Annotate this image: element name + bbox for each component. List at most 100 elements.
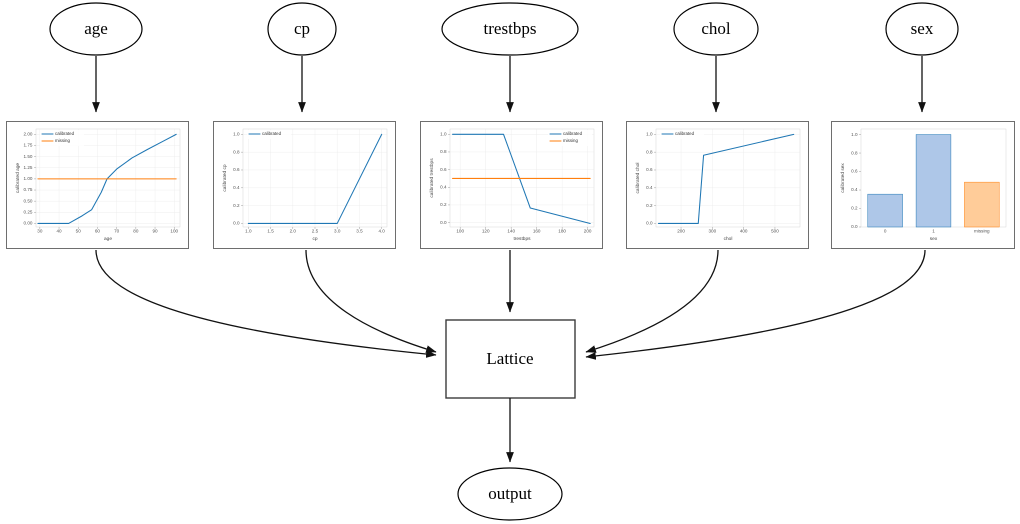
legend-label: calibrated	[262, 131, 282, 136]
node-chol[interactable]: chol	[673, 2, 759, 56]
y-tick-label: 1.50	[24, 154, 33, 159]
node-sex[interactable]: sex	[885, 2, 959, 56]
x-tick-label: 40	[56, 229, 62, 234]
legend-box	[247, 130, 291, 139]
edge-chol-plot-to-lattice	[585, 249, 719, 353]
y-tick-label: 0.8	[440, 149, 447, 154]
y-tick-label: 0.0	[646, 221, 653, 226]
legend-label: calibrated	[563, 131, 583, 136]
legend-label: missing	[55, 138, 70, 143]
y-tick-label: 0.2	[233, 203, 240, 208]
edge-sex-plot-to-lattice	[585, 249, 926, 360]
x-tick-label: 500	[771, 229, 779, 234]
x-tick-label: 0	[884, 229, 887, 234]
y-tick-label: 0.6	[440, 167, 447, 172]
x-tick-label: 100	[456, 229, 464, 234]
bar	[964, 181, 1000, 228]
node-lattice[interactable]: Lattice	[445, 319, 576, 399]
x-tick-label: 3.5	[356, 229, 363, 234]
node-sex-label: sex	[911, 19, 934, 38]
x-tick-label: 180	[558, 229, 566, 234]
bar	[915, 134, 952, 228]
x-axis-label: age	[104, 237, 112, 242]
x-tick-label: 70	[114, 229, 120, 234]
node-output[interactable]: output	[457, 467, 563, 521]
y-tick-label: 1.25	[24, 165, 33, 170]
y-tick-label: 0.0	[440, 220, 447, 225]
x-tick-label: 1	[932, 229, 935, 234]
y-tick-label: 0.2	[646, 203, 653, 208]
node-lattice-label: Lattice	[486, 349, 533, 368]
x-tick-label: 3.0	[334, 229, 341, 234]
y-tick-label: 1.0	[851, 132, 858, 137]
x-tick-label: 140	[507, 229, 515, 234]
y-tick-label: 0.6	[233, 167, 240, 172]
x-tick-label: 50	[76, 229, 82, 234]
y-axis-label: calibrated trestbps	[429, 158, 435, 198]
legend-label: calibrated	[675, 131, 695, 136]
y-tick-label: 1.0	[646, 132, 653, 137]
y-tick-label: 0.0	[233, 221, 240, 226]
node-trestbps-label: trestbps	[484, 19, 537, 38]
series-calibrated	[657, 133, 795, 224]
x-tick-label: 400	[740, 229, 748, 234]
node-cp-label: cp	[294, 19, 310, 38]
edge-cp-plot-to-lattice	[305, 249, 437, 353]
series-calibrated	[247, 133, 383, 224]
y-tick-label: 0.2	[851, 206, 858, 211]
x-tick-label: 1.5	[267, 229, 274, 234]
x-tick-label: 30	[37, 229, 43, 234]
x-tick-label: 160	[533, 229, 541, 234]
x-tick-label: 1.0	[245, 229, 252, 234]
node-age-label: age	[84, 19, 108, 38]
x-tick-label: 80	[133, 229, 139, 234]
y-tick-label: 0.0	[851, 224, 858, 229]
x-tick-label: missing	[974, 229, 990, 234]
y-tick-label: 1.0	[233, 132, 240, 137]
y-tick-label: 0.25	[24, 210, 33, 215]
y-tick-label: 0.4	[440, 184, 447, 189]
node-cp[interactable]: cp	[267, 2, 337, 56]
node-trestbps[interactable]: trestbps	[441, 2, 579, 56]
x-tick-label: 2.5	[312, 229, 319, 234]
node-age[interactable]: age	[49, 2, 143, 56]
y-tick-label: 1.0	[440, 132, 447, 137]
x-tick-label: 100	[170, 229, 178, 234]
series-calibrated	[452, 133, 591, 224]
y-tick-label: 0.4	[233, 185, 240, 190]
y-axis-label: calibrated sex	[840, 163, 846, 193]
x-axis-label: sex	[930, 237, 938, 242]
y-tick-label: 0.8	[646, 149, 653, 154]
x-tick-label: 300	[709, 229, 717, 234]
y-tick-label: 0.50	[24, 198, 33, 203]
y-tick-label: 1.00	[24, 176, 33, 181]
y-tick-label: 0.6	[646, 167, 653, 172]
x-axis-label: cp	[312, 237, 317, 242]
y-tick-label: 0.8	[233, 149, 240, 154]
edge-age-plot-to-lattice	[95, 249, 437, 358]
y-tick-label: 0.2	[440, 202, 447, 207]
plot-svg-cp: 0.0 0.2 0.4 0.6 0.8 1.0 1.0 1.5 2.0 2.5 3.0 3.5 4.0 c…	[222, 128, 388, 242]
legend-label: missing	[563, 138, 578, 143]
x-tick-label: 90	[152, 229, 158, 234]
y-axis-label: calibrated chol	[635, 163, 641, 194]
y-axis-label: calibrated cp	[222, 164, 228, 192]
x-tick-label: 4.0	[378, 229, 385, 234]
legend-box	[660, 130, 704, 139]
plot-area	[655, 128, 801, 228]
y-tick-label: 0.75	[24, 187, 33, 192]
y-tick-label: 0.00	[24, 221, 33, 226]
bar	[867, 193, 903, 228]
y-tick-label: 2.00	[24, 132, 33, 137]
y-tick-label: 0.6	[851, 169, 858, 174]
x-tick-label: 2.0	[290, 229, 297, 234]
y-tick-label: 0.8	[851, 150, 858, 155]
x-tick-label: 200	[584, 229, 592, 234]
x-tick-label: 200	[677, 229, 685, 234]
legend-label: calibrated	[55, 131, 75, 136]
x-axis-label: trestbps	[513, 236, 531, 242]
